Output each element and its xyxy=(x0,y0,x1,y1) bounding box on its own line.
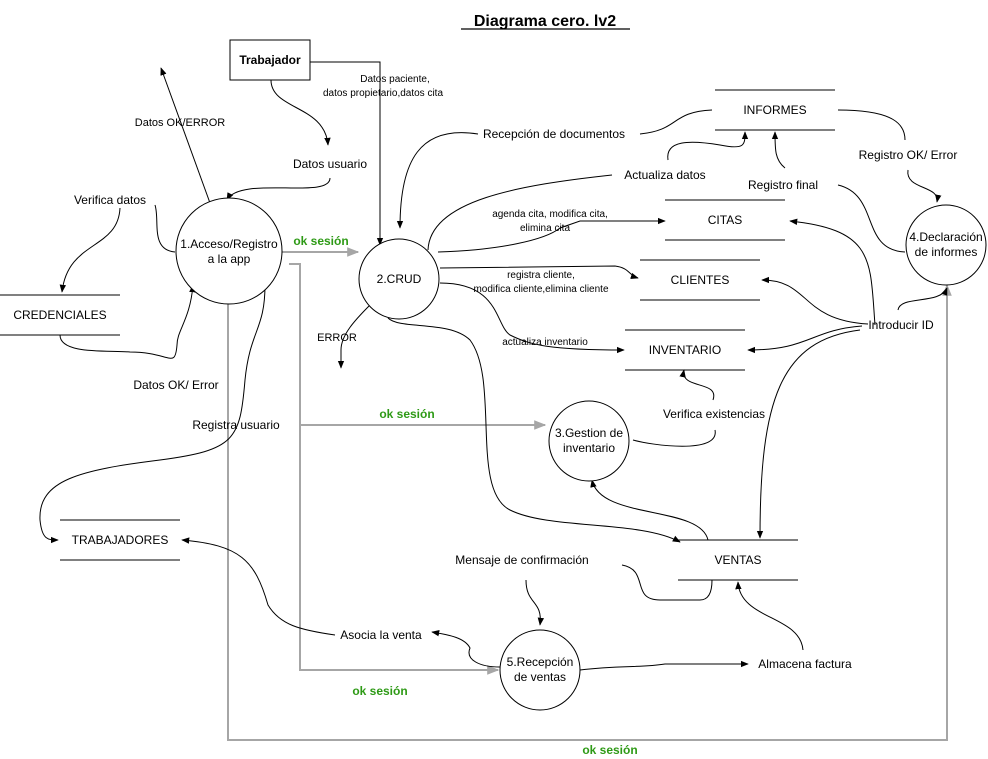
flow-datos-ok-error-top: Datos OK/ERROR xyxy=(135,117,226,129)
process-3: 3.Gestion de inventario xyxy=(548,400,630,482)
ok-label-3: ok sesión xyxy=(352,684,407,698)
process-3-label-line2: inventario xyxy=(563,441,615,455)
flow-datos-ok-error: Datos OK/ Error xyxy=(133,378,218,392)
store-informes: INFORMES xyxy=(715,89,835,131)
store-clientes-label: CLIENTES xyxy=(671,273,730,287)
process-4: 4.Declaración de informes xyxy=(905,204,987,286)
flow-registra-cliente-line1: registra cliente, xyxy=(507,270,575,281)
flow-asocia-venta: Asocia la venta xyxy=(340,628,422,642)
diagram-title: Diagrama cero. lv2 xyxy=(474,13,616,30)
flow-registro-ok-error: Registro OK/ Error xyxy=(859,148,958,162)
flow-error: ERROR xyxy=(317,332,357,344)
store-trabajadores-label: TRABAJADORES xyxy=(72,533,169,547)
store-ventas-label: VENTAS xyxy=(714,553,761,567)
data-flows xyxy=(39,61,948,671)
process-5-label-line1: 5.Recepción xyxy=(507,655,574,669)
store-citas: CITAS xyxy=(665,199,785,241)
process-3-label-line1: 3.Gestion de xyxy=(555,426,623,440)
store-citas-label: CITAS xyxy=(708,213,742,227)
ok-session-labels: ok sesión ok sesión ok sesión ok sesión xyxy=(293,234,637,757)
flow-almacena-factura: Almacena factura xyxy=(758,657,852,671)
ok-session-flows xyxy=(227,247,952,741)
flow-introducir-id: Introducir ID xyxy=(868,318,934,332)
ok-label-4: ok sesión xyxy=(582,743,637,757)
store-trabajadores: TRABAJADORES xyxy=(60,519,180,561)
flow-datos-paciente-line2: datos propietario,datos cita xyxy=(323,88,444,99)
flow-registra-cliente-line2: modifica cliente,elimina cliente xyxy=(473,284,609,295)
process-1-label-line1: 1.Acceso/Registro xyxy=(180,237,278,251)
store-ventas: VENTAS xyxy=(678,539,798,581)
entity-trabajador: Trabajador xyxy=(229,39,311,81)
flow-mensaje-confirmacion: Mensaje de confirmación xyxy=(455,553,588,567)
flow-registra-usuario: Registra usuario xyxy=(192,418,280,432)
entity-label: Trabajador xyxy=(239,53,301,67)
process-1-label-line2: a la app xyxy=(208,252,251,266)
store-clientes: CLIENTES xyxy=(640,259,760,301)
store-credenciales-label: CREDENCIALES xyxy=(13,308,106,322)
flow-labels: Datos paciente, datos propietario,datos … xyxy=(74,74,957,671)
process-5: 5.Recepción de ventas xyxy=(499,629,581,711)
flow-verifica-existencias: Verifica existencias xyxy=(663,407,765,421)
flow-agenda-cita-line2: elimina cita xyxy=(520,223,570,234)
process-2: 2.CRUD xyxy=(358,238,440,320)
process-2-label: 2.CRUD xyxy=(377,272,422,286)
flow-registro-final: Registro final xyxy=(748,178,818,192)
flow-recepcion-documentos: Recepción de documentos xyxy=(483,127,625,141)
process-5-label-line2: de ventas xyxy=(514,670,566,684)
process-1: 1.Acceso/Registro a la app xyxy=(175,197,283,305)
flow-datos-usuario: Datos usuario xyxy=(293,157,367,171)
ok-label-2: ok sesión xyxy=(379,407,434,421)
store-informes-label: INFORMES xyxy=(743,103,806,117)
flow-datos-paciente-line1: Datos paciente, xyxy=(360,74,430,85)
flow-verifica-datos: Verifica datos xyxy=(74,193,146,207)
process-4-label-line1: 4.Declaración xyxy=(909,230,982,244)
store-credenciales: CREDENCIALES xyxy=(0,294,120,336)
flow-actualiza-inventario: actualiza inventario xyxy=(502,337,588,348)
flow-agenda-cita-line1: agenda cita, modifica cita, xyxy=(492,209,608,220)
flow-actualiza-datos: Actualiza datos xyxy=(624,168,705,182)
ok-label-1: ok sesión xyxy=(293,234,348,248)
store-inventario: INVENTARIO xyxy=(625,329,745,371)
process-4-label-line2: de informes xyxy=(915,245,978,259)
store-inventario-label: INVENTARIO xyxy=(649,343,721,357)
